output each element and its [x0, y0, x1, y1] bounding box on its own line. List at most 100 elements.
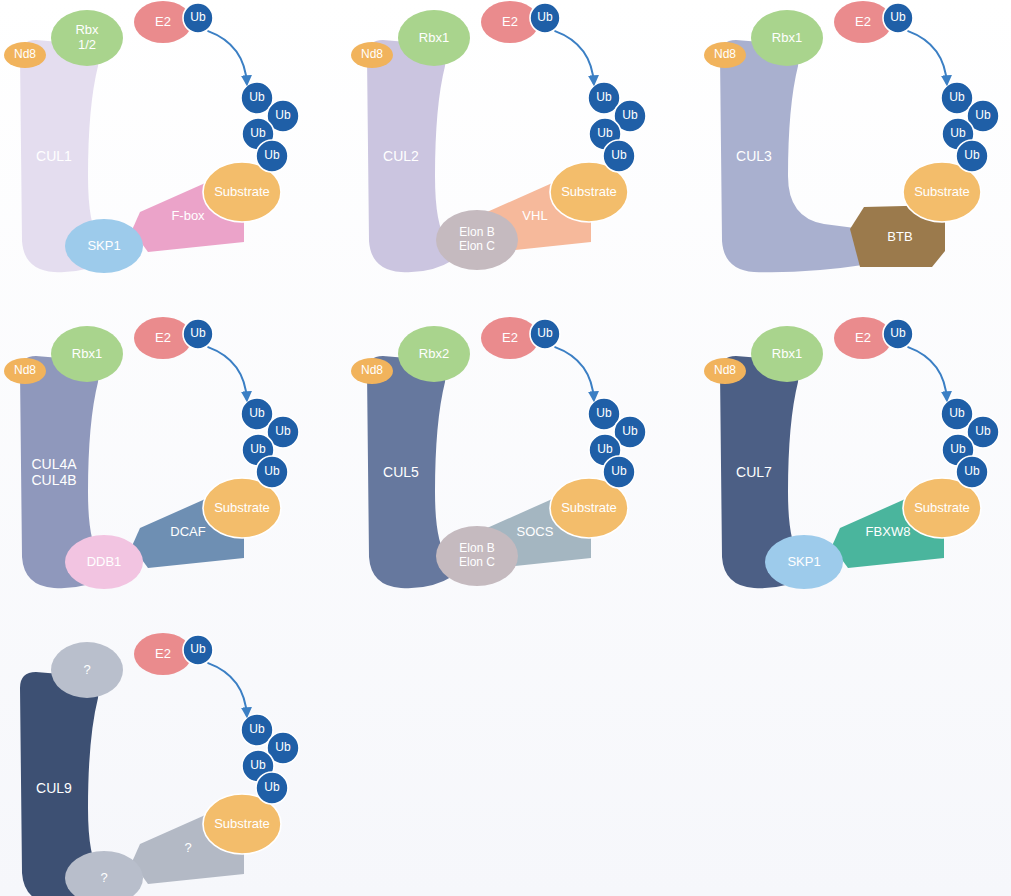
label-box: Ub: [190, 327, 205, 341]
node-label: Elon B Elon C: [454, 226, 500, 254]
transfer-arrow: [207, 347, 246, 400]
label-box: Nd8: [361, 48, 383, 62]
ubiquitin-circle: Ub: [182, 2, 214, 34]
ubiquitin-circle: Ub: [955, 139, 989, 173]
rbx-ellipse-outline: [51, 326, 123, 382]
node-label: Rbx1: [417, 31, 451, 46]
nedd8-ellipse-outline: [351, 358, 393, 384]
node-label: Ub: [250, 127, 265, 141]
label-box: BTB: [887, 230, 912, 245]
label-box: Ub: [964, 465, 979, 479]
substrate-ellipse-outline: [203, 478, 281, 538]
node-label: CUL3: [729, 148, 779, 164]
label-box: Substrate: [914, 501, 970, 516]
transfer-arrow: [207, 31, 246, 84]
label-box: Substrate: [214, 185, 270, 200]
label-box: Ub: [264, 149, 279, 163]
node-label: Nd8: [714, 48, 736, 62]
node-label: Substrate: [214, 817, 270, 832]
rbx-ellipse-outline: [398, 326, 470, 382]
label-box: Ub: [250, 759, 265, 773]
node-label: ?: [70, 663, 104, 678]
label-box: DCAF: [170, 525, 205, 540]
ubiquitin-circle-outline: [530, 3, 560, 33]
ubiquitin-circle: Ub: [529, 318, 561, 350]
label-box: DDB1: [87, 555, 122, 570]
label-box: Rbx1: [417, 31, 451, 46]
transfer-arrow: [907, 347, 946, 400]
node-label: Ub: [275, 425, 290, 439]
node-label: E2: [502, 15, 518, 30]
substrate-ellipse-outline: [903, 478, 981, 538]
label-box: Rbx 1/2: [70, 23, 104, 53]
node-label: Ub: [264, 465, 279, 479]
node-label: ?: [184, 841, 191, 856]
label-box: Substrate: [214, 501, 270, 516]
node-label: Substrate: [561, 501, 617, 516]
node-label: Ub: [596, 91, 611, 105]
node-label: Substrate: [214, 501, 270, 516]
label-box: Ub: [597, 127, 612, 141]
label-box: Ub: [190, 643, 205, 657]
ubiquitin-circle-outline: [256, 140, 288, 172]
nedd8-ellipse-outline: [4, 358, 46, 384]
label-box: Ub: [611, 149, 626, 163]
node-label: Ub: [190, 643, 205, 657]
label-box: E2: [502, 15, 518, 30]
cullin-scaffold-outline: [720, 40, 870, 272]
node-label: Substrate: [561, 185, 617, 200]
label-box: E2: [502, 331, 518, 346]
node-label: E2: [855, 331, 871, 346]
label-box: Rbx1: [770, 31, 804, 46]
node-label: Ub: [264, 149, 279, 163]
nedd8-ellipse: Nd8: [3, 41, 47, 69]
label-box: Ub: [949, 407, 964, 421]
transfer-arrow: [207, 663, 246, 716]
label-box: SKP1: [787, 555, 820, 570]
node-label: Ub: [249, 407, 264, 421]
node-label: Ub: [890, 11, 905, 25]
node-label: Ub: [190, 327, 205, 341]
node-label: Ub: [964, 465, 979, 479]
label-box: Ub: [950, 127, 965, 141]
ubiquitin-circle-outline: [603, 456, 635, 488]
label-box: Ub: [190, 11, 205, 25]
node-label: Ub: [611, 149, 626, 163]
ubiquitin-circle-outline: [256, 456, 288, 488]
node-label: Nd8: [361, 364, 383, 378]
label-box: Ub: [975, 425, 990, 439]
adaptor-ellipse-outline: [765, 535, 843, 589]
label-box: Ub: [890, 327, 905, 341]
ubiquitin-circle-outline: [183, 319, 213, 349]
adaptor-ellipse: ?: [64, 850, 144, 896]
ubiquitin-circle-outline: [256, 772, 288, 804]
label-box: ?: [100, 871, 107, 886]
nedd8-ellipse-outline: [704, 358, 746, 384]
node-label: CUL2: [376, 148, 426, 164]
adaptor-ellipse-outline: [65, 851, 143, 896]
label-box: Ub: [250, 443, 265, 457]
rbx-ellipse-outline: [751, 326, 823, 382]
node-label: Ub: [596, 407, 611, 421]
label-box: Nd8: [14, 48, 36, 62]
label-box: CUL9: [29, 780, 79, 796]
adaptor-ellipse-outline: [65, 535, 143, 589]
adaptor-ellipse: SKP1: [764, 534, 844, 590]
label-box: Rbx1: [770, 347, 804, 362]
ubiquitin-circle: Ub: [255, 455, 289, 489]
rbx-ellipse-outline: [51, 10, 123, 66]
adaptor-ellipse: SKP1: [64, 218, 144, 274]
adaptor-ellipse: DDB1: [64, 534, 144, 590]
substrate-ellipse-outline: [550, 478, 628, 538]
label-box: SKP1: [87, 239, 120, 254]
node-label: Ub: [975, 109, 990, 123]
substrate-ellipse-outline: [203, 162, 281, 222]
receptor-shape-outline: [132, 812, 244, 884]
label-box: E2: [155, 15, 171, 30]
node-label: CUL9: [29, 780, 79, 796]
ubiquitin-circle: Ub: [529, 2, 561, 34]
node-label: Ub: [949, 91, 964, 105]
label-box: Ub: [537, 11, 552, 25]
node-label: Rbx1: [770, 347, 804, 362]
